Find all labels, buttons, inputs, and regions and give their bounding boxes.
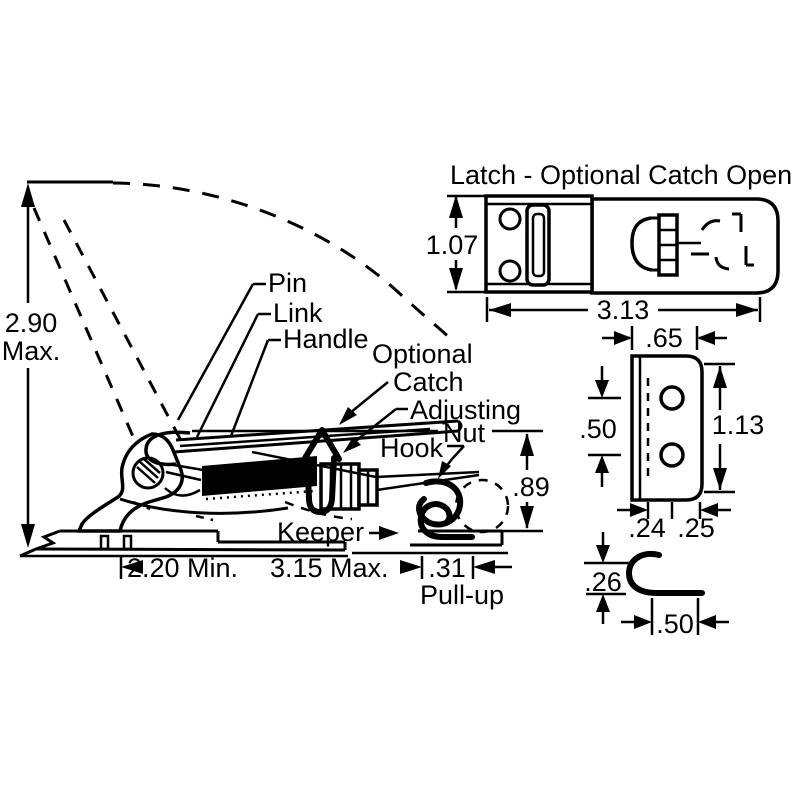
- dim-open-height-value: 2.90: [5, 308, 58, 338]
- pivot-bracket: [76, 432, 353, 533]
- label-adjusting-2: Nut: [443, 418, 486, 448]
- keeper-side-view: .26 .50: [584, 532, 729, 639]
- main-side-view: 2.90 Max. .89 2.20 Min. 3.15 Max. .31 Pu…: [2, 180, 550, 610]
- dim-latch-width: 3.13: [485, 295, 762, 325]
- handle-swing-dashed: [32, 181, 458, 456]
- dim-pullup-value: .31: [428, 553, 466, 583]
- dim-keeper-leg-value: .50: [656, 609, 694, 639]
- dim-latch-height: 1.07: [426, 194, 486, 294]
- dim-bend-to-hole: .24: [628, 513, 666, 543]
- latch-mount-plate: [484, 194, 594, 294]
- dim-pullup-label: Pull-up: [420, 580, 504, 610]
- dim-span-min: 2.20 Min.: [127, 553, 238, 583]
- spring-sleeve: [202, 456, 317, 501]
- label-optional-1: Optional: [372, 339, 473, 369]
- label-pin: Pin: [268, 268, 307, 298]
- adjusting-nut-block: [319, 462, 379, 511]
- dim-hole-spacing: .50: [579, 366, 621, 487]
- nut-assembly-top: [630, 213, 701, 277]
- dim-keeper-width: .65: [602, 323, 727, 353]
- hidden-catch-dashes: [691, 212, 754, 271]
- dim-engage-height: .89: [502, 433, 550, 533]
- mount-hole-bottom: [498, 259, 522, 283]
- dim-span-max: 3.15 Max.: [270, 553, 389, 583]
- top-view-title: Latch - Optional Catch Open: [450, 160, 792, 190]
- label-optional-2: Catch: [393, 367, 464, 397]
- dim-keeper-height: 1.13: [704, 362, 765, 494]
- label-keeper: Keeper: [277, 517, 364, 547]
- optional-catch-bail: [302, 427, 342, 515]
- label-hook: Hook: [380, 433, 444, 463]
- dim-engage-height-value: .89: [512, 472, 550, 502]
- dim-open-height-qualifier: Max.: [2, 336, 61, 366]
- dim-open-height: 2.90 Max.: [2, 180, 113, 548]
- hinge-bracket: [525, 203, 551, 287]
- keeper-hole-top: [659, 385, 685, 411]
- hidden-detail-dashed: [454, 478, 510, 534]
- dim-hole-spacing-value: .50: [579, 414, 617, 444]
- dim-keeper-thickness-value: .26: [584, 567, 622, 597]
- dim-hole-to-edge: .25: [677, 513, 715, 543]
- dim-span: 2.20 Min. 3.15 Max. .31 Pull-up: [119, 553, 512, 610]
- latch-body-outline: [590, 197, 780, 295]
- part-labels: Pin Link Handle Optional Catch Adjusting…: [176, 268, 521, 547]
- keeper-wire: [417, 501, 475, 540]
- dim-keeper-thickness: .26: [584, 532, 634, 624]
- dim-keeper-leg: .50: [621, 598, 729, 639]
- dim-latch-height-value: 1.07: [426, 230, 479, 260]
- label-adjusting-1: Adjusting: [410, 395, 521, 425]
- keeper-side-profile: [626, 551, 705, 596]
- dim-keeper-width-value: .65: [645, 323, 683, 353]
- keeper-front-view: .65 .50 1.13: [579, 323, 764, 543]
- label-handle: Handle: [283, 324, 369, 354]
- dim-hole-offsets: .24 .25: [617, 502, 731, 543]
- keeper-plate-outline: [630, 354, 704, 519]
- label-link: Link: [273, 298, 323, 328]
- keeper-hole-bottom: [659, 442, 685, 468]
- dim-latch-width-value: 3.13: [597, 295, 650, 325]
- dim-keeper-height-value: 1.13: [712, 410, 765, 440]
- top-view: Latch - Optional Catch Open: [426, 160, 792, 325]
- mount-hole-top: [498, 207, 522, 231]
